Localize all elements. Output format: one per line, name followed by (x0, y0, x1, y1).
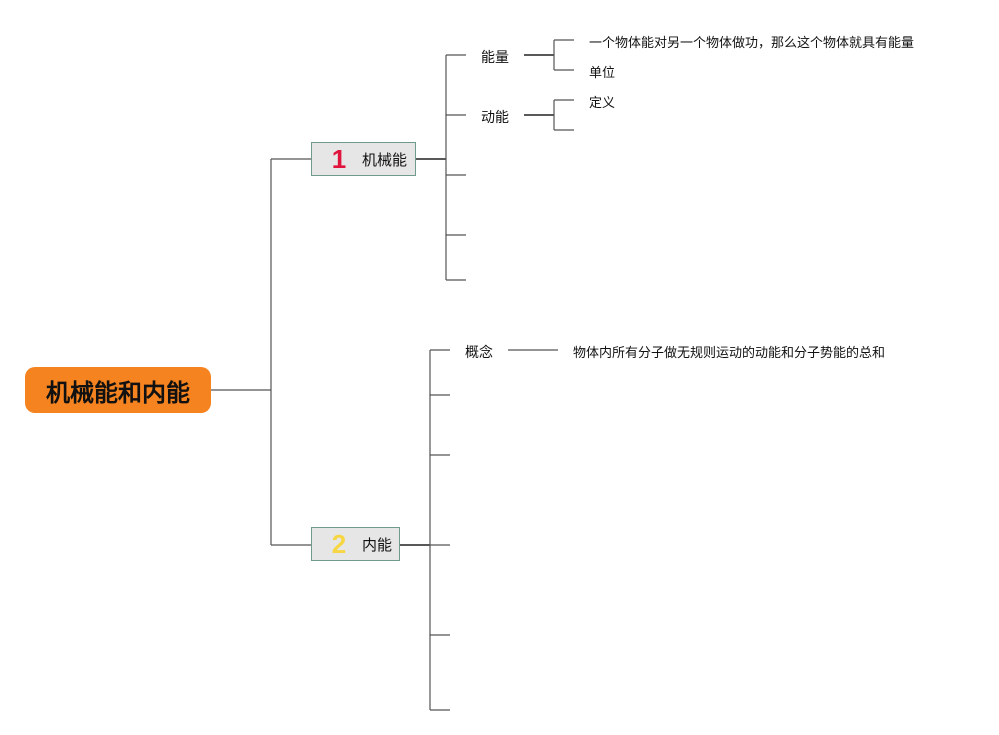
subtopic-kinetic-energy[interactable]: 动能 (481, 110, 509, 126)
number-one-marker: 1 (331, 144, 347, 174)
root-topic[interactable]: 机械能和内能 (25, 367, 211, 413)
branch-topic-mechanical-energy[interactable]: 1 机械能 (311, 142, 416, 176)
branch-topic-internal-energy[interactable]: 2 内能 (311, 527, 400, 561)
subtopic-concept[interactable]: 概念 (465, 345, 493, 361)
leaf-definition[interactable]: 定义 (589, 96, 616, 111)
leaf-internal-energy-concept[interactable]: 物体内所有分子做无规则运动的动能和分子势能的总和 (573, 346, 886, 361)
root-topic-label: 机械能和内能 (46, 378, 190, 407)
branch-topic-label: 机械能 (362, 150, 408, 169)
number-two-marker: 2 (331, 529, 347, 559)
leaf-energy-definition[interactable]: 一个物体能对另一个物体做功，那么这个物体就具有能量 (589, 36, 915, 51)
leaf-unit[interactable]: 单位 (589, 66, 616, 81)
subtopic-energy[interactable]: 能量 (481, 50, 509, 66)
branch-topic-label: 内能 (362, 535, 393, 554)
